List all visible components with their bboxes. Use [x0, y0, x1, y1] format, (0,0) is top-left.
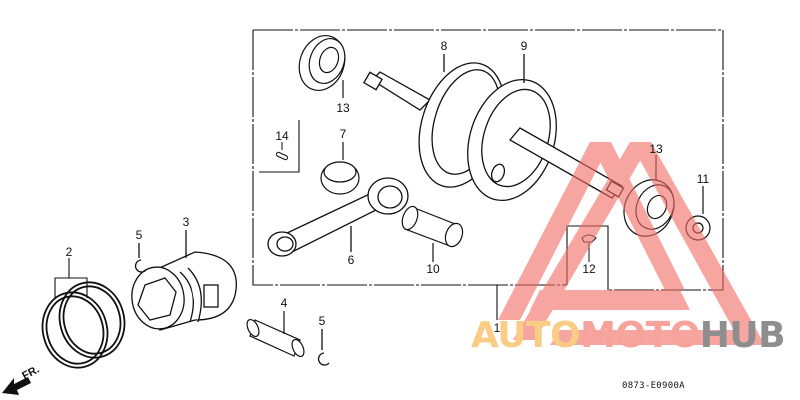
crankshaft-assembly [363, 54, 625, 202]
watermark-moto: MOTO [580, 315, 700, 356]
watermark-auto: AUTO [471, 315, 581, 356]
callout-3: 3 [182, 215, 190, 229]
callout-6: 6 [347, 253, 355, 267]
piston-rings-2 [41, 281, 126, 369]
watermark-hub: HUB [699, 315, 786, 356]
callout-10: 10 [426, 262, 440, 276]
front-direction-arrow-icon [2, 377, 31, 395]
callout-5-left: 5 [135, 228, 143, 242]
callout-5-right: 5 [318, 314, 326, 328]
callout-14: 14 [275, 129, 289, 143]
pin-14 [275, 142, 289, 161]
callout-7: 7 [339, 127, 347, 141]
crank-pin-10 [401, 205, 464, 262]
callout-9: 9 [520, 39, 528, 53]
piston-pin-4 [246, 311, 305, 358]
piston-3 [131, 230, 237, 331]
callout-11: 11 [696, 172, 710, 186]
callout-2: 2 [65, 245, 73, 259]
callout-4: 4 [280, 296, 288, 310]
bearing-13-top [298, 35, 346, 98]
circlip-5-left [134, 243, 147, 273]
callout-13-right: 13 [649, 142, 663, 156]
diagram-reference-code: 0873-E0900A [622, 381, 685, 391]
connecting-rod-6 [267, 177, 409, 257]
watermark-text: AUTOMOTOHUB [471, 315, 786, 356]
callout-1: 1 [493, 321, 501, 335]
watermark-logo-triangles [498, 142, 765, 345]
callout-13-top: 13 [336, 101, 350, 115]
callout-8: 8 [440, 39, 448, 53]
needle-bearing-7 [320, 142, 360, 195]
circlip-5-right [317, 329, 330, 366]
callout-12: 12 [582, 262, 596, 276]
